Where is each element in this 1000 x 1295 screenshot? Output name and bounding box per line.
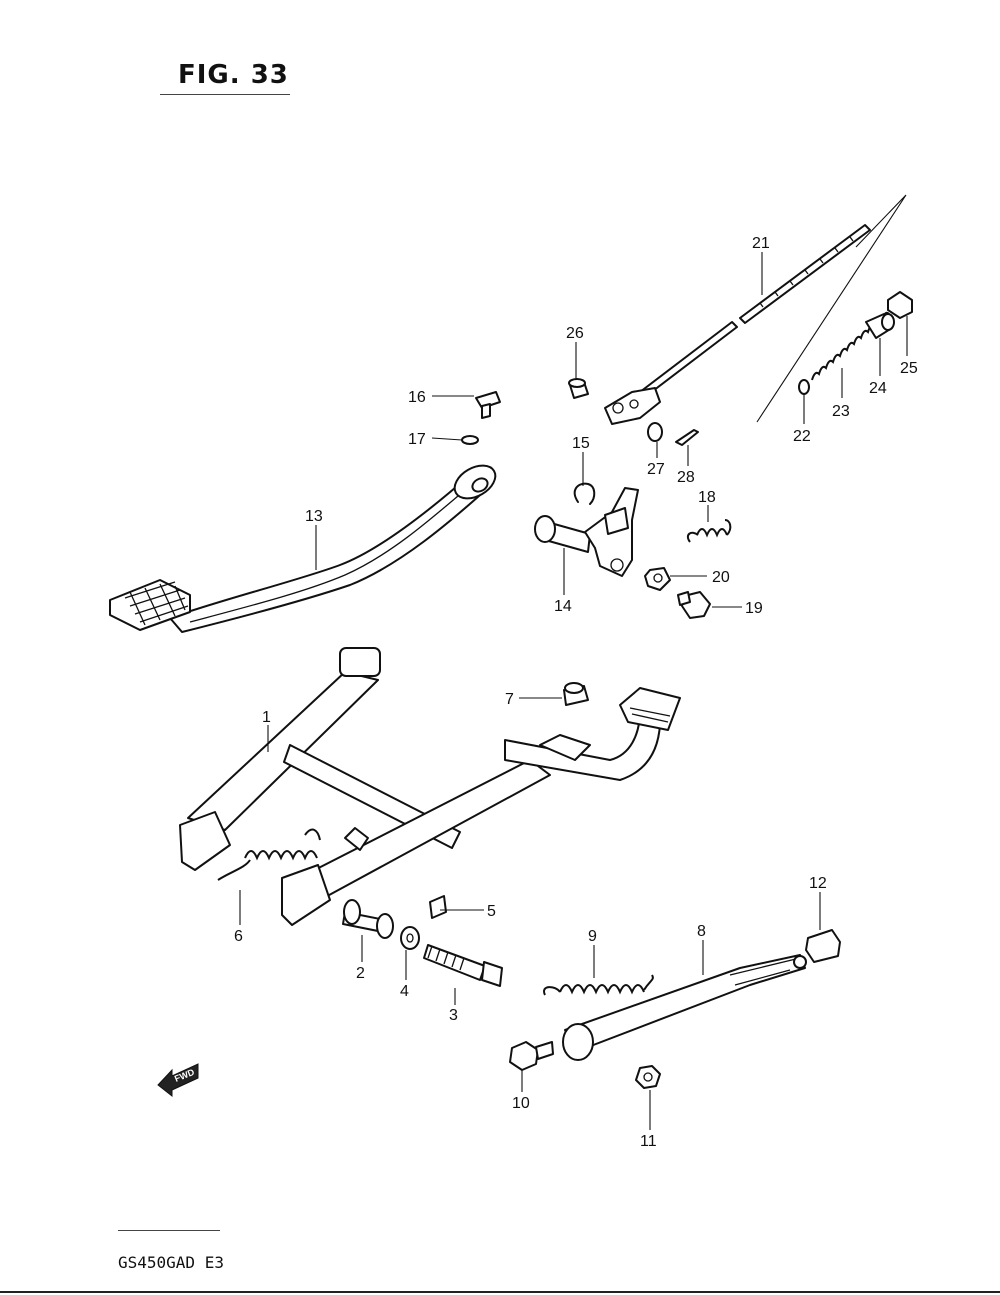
model-code-rule <box>118 1230 220 1231</box>
stand-nut-part <box>635 1065 661 1089</box>
callout-11: 11 <box>640 1133 657 1150</box>
lever-nut-part <box>644 567 671 591</box>
side-stand-part <box>562 954 807 1061</box>
brake-shaft-part <box>534 487 639 577</box>
callout-4: 4 <box>400 983 409 1000</box>
callout-25: 25 <box>900 360 918 377</box>
callout-16: 16 <box>408 389 426 406</box>
callout-13: 13 <box>305 508 323 525</box>
brake-rod-part <box>604 224 871 425</box>
model-code: GS450GAD E3 <box>118 1253 224 1272</box>
pedal-washer-part <box>461 435 479 445</box>
pin-washer-part <box>647 422 663 442</box>
callout-12: 12 <box>809 875 827 892</box>
washer-part <box>400 926 420 950</box>
callout-18: 18 <box>698 489 716 506</box>
brake-pedal-part <box>109 464 497 633</box>
callout-20: 20 <box>712 569 730 586</box>
callout-27: 27 <box>647 461 665 478</box>
figure-title: FIG. 33 <box>178 60 289 90</box>
lever-bolt-part <box>677 591 711 619</box>
pivot-bolt-part <box>509 1041 554 1071</box>
callout-21: 21 <box>752 235 770 252</box>
callout-labels: 1 2 3 4 5 6 7 8 9 10 11 12 13 14 15 16 1… <box>234 235 918 1150</box>
rubber-cap-part <box>563 682 589 706</box>
callout-22: 22 <box>793 428 811 445</box>
stopper-part <box>805 929 841 963</box>
clip-part <box>429 895 447 919</box>
rod-joint-part <box>865 313 895 339</box>
stand-spring-part <box>217 828 321 881</box>
leader-lines <box>239 252 908 1130</box>
callout-5: 5 <box>487 903 496 920</box>
center-stand-part <box>179 647 681 926</box>
callout-23: 23 <box>832 403 850 420</box>
title-underline <box>160 94 290 95</box>
joint-pin-part <box>568 378 589 399</box>
callout-28: 28 <box>677 469 695 486</box>
page-bottom-border <box>0 1291 1000 1293</box>
callout-9: 9 <box>588 928 597 945</box>
callout-1: 1 <box>262 709 271 726</box>
cotter-pin-part <box>675 429 699 446</box>
side-stand-spring-part <box>543 974 654 996</box>
pedal-bolt-part <box>475 391 501 419</box>
rod-washer-part <box>798 379 810 395</box>
callout-15: 15 <box>572 435 590 452</box>
stand-bolt-part <box>423 944 503 987</box>
callout-14: 14 <box>554 598 572 615</box>
callout-10: 10 <box>512 1095 530 1112</box>
callout-2: 2 <box>356 965 365 982</box>
assembly-indicator-lines <box>756 194 907 423</box>
adjusting-nut-part <box>887 291 913 319</box>
callout-8: 8 <box>697 923 706 940</box>
callout-17: 17 <box>408 431 426 448</box>
callout-26: 26 <box>566 325 584 342</box>
callout-24: 24 <box>869 380 887 397</box>
circlip-part <box>573 482 596 505</box>
collar-part <box>342 899 394 939</box>
callout-3: 3 <box>449 1007 458 1024</box>
callout-19: 19 <box>745 600 763 617</box>
return-spring-part <box>686 519 732 543</box>
fwd-arrow-icon: FWD <box>157 1063 199 1098</box>
callout-7: 7 <box>505 691 514 708</box>
callout-6: 6 <box>234 928 243 945</box>
